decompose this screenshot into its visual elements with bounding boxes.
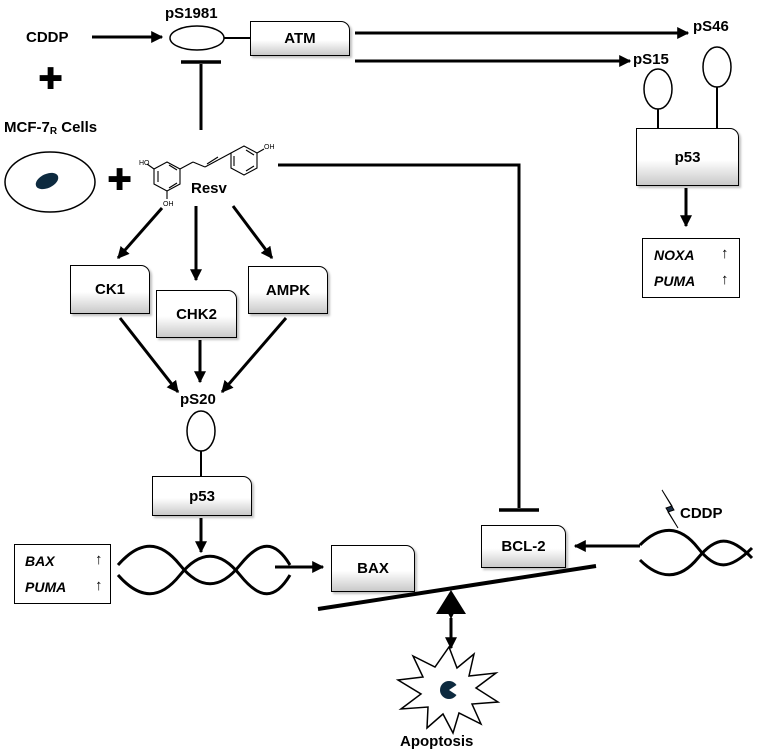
p53-bottom-box: p53 bbox=[152, 476, 252, 516]
noxa-puma-box: NOXA ↑ PUMA ↑ bbox=[642, 238, 740, 298]
ps46-site bbox=[702, 46, 732, 88]
up-arrow-icon: ↑ bbox=[95, 577, 103, 594]
dna-helix-left-icon bbox=[116, 544, 292, 596]
ps1981-site bbox=[169, 25, 225, 51]
ps15-label: pS15 bbox=[633, 51, 669, 68]
apoptosis-nucleus-cut bbox=[449, 684, 458, 696]
upregulated-gene-label: PUMA bbox=[25, 579, 67, 595]
ps20-label: pS20 bbox=[180, 391, 216, 408]
balance-beam bbox=[317, 564, 597, 611]
lightning-icon bbox=[661, 489, 679, 529]
oh-label-1: HO bbox=[139, 160, 150, 167]
ps46-label: pS46 bbox=[693, 18, 729, 35]
plus-icon-top: ✚ bbox=[38, 63, 64, 96]
arrow-resv-to-ck1 bbox=[116, 207, 164, 259]
upregulated-gene-label: PUMA bbox=[654, 273, 696, 289]
up-arrow-icon: ↑ bbox=[95, 551, 103, 568]
ps1981-label: pS1981 bbox=[165, 5, 218, 22]
cddp-right-label: CDDP bbox=[680, 505, 723, 522]
upregulated-gene-label: NOXA bbox=[654, 247, 695, 263]
resv-label: Resv bbox=[191, 180, 227, 197]
apoptosis-label: Apoptosis bbox=[400, 733, 474, 750]
oh-label-3: OH bbox=[264, 144, 275, 151]
inhibition-resv-to-bcl2 bbox=[278, 163, 521, 508]
ps15-site bbox=[643, 68, 673, 110]
atm-box: ATM bbox=[250, 21, 350, 56]
up-arrow-icon: ↑ bbox=[721, 245, 729, 262]
resveratrol-structure-icon bbox=[146, 145, 265, 199]
balance-fulcrum bbox=[436, 590, 466, 614]
plus-icon-middle: ✚ bbox=[107, 164, 133, 197]
cells-label: MCF-7R Cells bbox=[4, 119, 98, 137]
bcl2-box: BCL-2 bbox=[481, 525, 566, 568]
oh-label-2: OH bbox=[163, 201, 174, 208]
arrow-ck1-to-ps20 bbox=[118, 317, 180, 393]
ck1-box: CK1 bbox=[70, 265, 150, 314]
bax-box: BAX bbox=[331, 545, 415, 592]
cddp-top-label: CDDP bbox=[26, 29, 69, 46]
upregulated-gene-label: BAX bbox=[25, 553, 55, 569]
bax-puma-box: BAX ↑ PUMA ↑ bbox=[14, 544, 111, 604]
up-arrow-icon: ↑ bbox=[721, 271, 729, 288]
arrow-ampk-to-ps20 bbox=[220, 317, 288, 393]
ps20-site bbox=[186, 410, 216, 452]
cell-nucleus-icon bbox=[35, 172, 59, 190]
p53-top-box: p53 bbox=[636, 128, 739, 186]
dna-helix-right-icon bbox=[638, 528, 754, 577]
arrow-resv-to-ampk bbox=[231, 205, 274, 259]
chk2-box: CHK2 bbox=[156, 290, 237, 338]
ampk-box: AMPK bbox=[248, 266, 328, 314]
